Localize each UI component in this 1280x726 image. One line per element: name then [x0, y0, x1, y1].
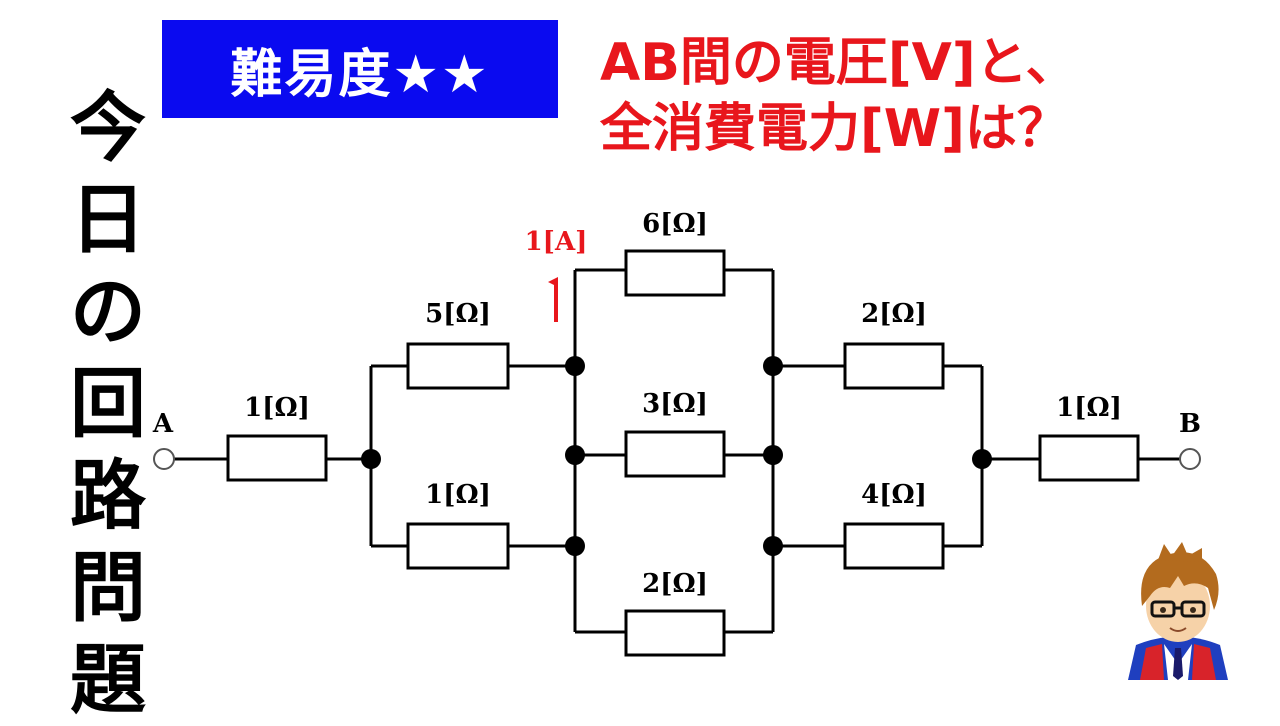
junction-dot	[565, 536, 585, 556]
side-title: 今 日 の 回 路 問 題	[58, 82, 158, 726]
terminal-b-label: B	[1179, 409, 1201, 439]
junction-dot	[361, 449, 381, 469]
mascot-mouth	[1169, 627, 1187, 632]
mascot-jacket-red-right	[1192, 644, 1216, 680]
label-r-b: 1[Ω]	[1056, 393, 1122, 423]
side-title-char: 回	[70, 359, 146, 448]
junction-dot	[763, 356, 783, 376]
resistor-bottom-left	[406, 522, 510, 570]
label-r-top-right: 2[Ω]	[861, 299, 927, 329]
mascot-hair	[1141, 552, 1219, 610]
question-line-1: AB間の電圧[V]と、	[600, 33, 1078, 93]
junction-dot	[763, 536, 783, 556]
resistor-bottom-right	[843, 522, 945, 570]
resistor-top-left	[406, 342, 510, 390]
mascot-face	[1146, 570, 1210, 642]
label-r-middle-top: 6[Ω]	[642, 209, 708, 239]
mascot-illustration	[1128, 542, 1228, 680]
question-text: AB間の電圧[V]と、 全消費電力[W]は？	[600, 30, 1078, 162]
terminal-a-circle	[153, 448, 175, 470]
junction-dot	[565, 445, 585, 465]
terminal-a-label: A	[152, 409, 174, 439]
difficulty-text: 難易度★★	[230, 44, 490, 105]
junction-dot	[972, 449, 992, 469]
resistor-middle-bottom	[624, 609, 726, 657]
resistor-top-right	[843, 342, 945, 390]
mascot-tie	[1173, 648, 1183, 680]
resistor-middle-mid	[624, 430, 726, 478]
label-r-top-left: 5[Ω]	[425, 299, 491, 329]
junction-dot	[763, 445, 783, 465]
label-r-bottom-right: 4[Ω]	[861, 480, 927, 510]
mascot-eye-right	[1190, 607, 1196, 613]
junction-dot	[565, 356, 585, 376]
mascot-jacket-red-left	[1140, 644, 1164, 680]
mascot-shirt	[1164, 644, 1192, 680]
resistor-a	[226, 434, 328, 482]
question-line-2: 全消費電力[W]は？	[600, 99, 1069, 159]
label-r-a: 1[Ω]	[244, 393, 310, 423]
label-r-middle-bottom: 2[Ω]	[642, 569, 708, 599]
mascot-eye-left	[1160, 607, 1166, 613]
junctions	[361, 356, 992, 556]
side-title-char: 日	[70, 175, 146, 264]
resistor-b	[1038, 434, 1140, 482]
side-title-char: 路	[70, 451, 146, 540]
resistors	[226, 249, 1140, 657]
label-r-middle-mid: 3[Ω]	[642, 389, 708, 419]
side-title-char: の	[70, 267, 146, 356]
side-title-char: 今	[70, 83, 146, 172]
label-current: 1[A]	[525, 227, 588, 257]
side-title-char: 問	[70, 543, 146, 632]
resistor-middle-top	[624, 249, 726, 297]
difficulty-badge: 難易度★★	[162, 20, 558, 118]
terminal-b-circle	[1179, 448, 1201, 470]
mascot-hair-spikes	[1158, 542, 1202, 562]
side-title-char: 題	[70, 635, 146, 724]
label-r-bottom-left: 1[Ω]	[425, 480, 491, 510]
